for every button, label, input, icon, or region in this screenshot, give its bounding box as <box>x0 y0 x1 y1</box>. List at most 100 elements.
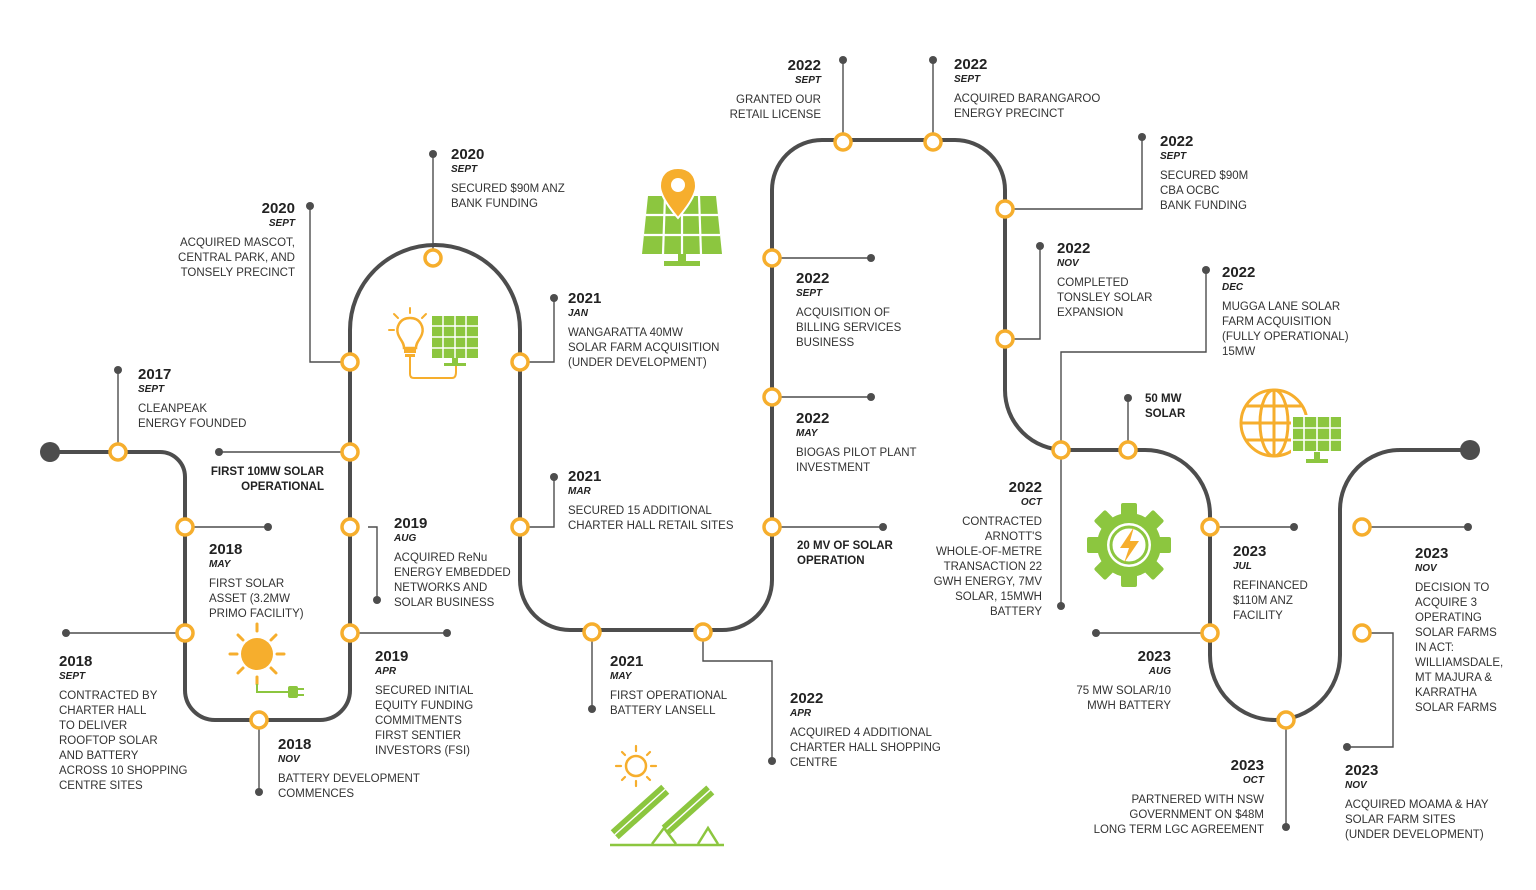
leader-2019-aug <box>368 526 378 600</box>
leader-2021-jan <box>520 298 555 363</box>
node <box>340 623 360 643</box>
milestone-50mw: 50 MW SOLAR <box>1145 392 1185 422</box>
node <box>340 352 360 372</box>
leader-2023-nov-acq <box>1347 632 1394 748</box>
event-year: 2018 <box>59 653 93 670</box>
event-year: 2022 <box>796 410 830 427</box>
event-text: ACQUIRED MOAMA & HAY SOLAR FARM SITES (U… <box>1345 799 1489 841</box>
event-text: SECURED 15 ADDITIONAL CHARTER HALL RETAI… <box>568 505 734 532</box>
event-month: MAR <box>568 486 591 497</box>
event-year: 2020 <box>261 200 295 217</box>
event-text: 75 MW SOLAR/10 MWH BATTERY <box>1076 685 1171 712</box>
node <box>762 387 782 407</box>
event-2023-nov-decision: 2023 NOV DECISION TO ACQUIRE 3 OPERATING… <box>1415 545 1503 716</box>
node <box>340 442 360 462</box>
event-text: SECURED $90M CBA OCBC BANK FUNDING <box>1160 170 1249 212</box>
node <box>249 710 269 730</box>
node <box>1352 623 1372 643</box>
milestone-text: 50 MW SOLAR <box>1145 393 1186 420</box>
event-month: AUG <box>394 533 417 544</box>
event-year: 2022 <box>787 57 821 74</box>
event-year: 2023 <box>1415 545 1449 562</box>
event-month: SEPT <box>138 384 165 395</box>
event-month: APR <box>375 666 397 677</box>
node <box>1352 517 1372 537</box>
node <box>693 622 713 642</box>
leader-2022-nov <box>1005 246 1041 340</box>
event-year: 2023 <box>1345 762 1379 779</box>
node <box>108 442 128 462</box>
leader-2022-sept-cba <box>1005 137 1143 210</box>
event-2022-sept-cba: 2022 SEPT SECURED $90M CBA OCBC BANK FUN… <box>1160 133 1248 214</box>
globe-solar-panel-icon <box>1239 388 1343 463</box>
leader-2021-mar <box>520 477 555 528</box>
node <box>1200 623 1220 643</box>
node <box>1276 710 1296 730</box>
event-year: 2022 <box>1160 133 1194 150</box>
event-month: SEPT <box>954 74 981 85</box>
event-text: CLEANPEAK ENERGY FOUNDED <box>138 403 247 430</box>
event-2022-oct: 2022 OCT CONTRACTED ARNOTT'S WHOLE-OF-ME… <box>934 479 1042 620</box>
track-path <box>48 138 1472 722</box>
track-start-dot <box>40 442 60 462</box>
event-month: SEPT <box>794 75 821 86</box>
event-month: SEPT <box>451 164 478 175</box>
milestone-first-10mw: FIRST 10MW SOLAR OPERATIONAL <box>211 465 324 495</box>
event-month: JUL <box>1233 561 1252 572</box>
event-month: OCT <box>1242 775 1264 786</box>
event-2021-jan: 2021 JAN WANGARATTA 40MW SOLAR FARM ACQU… <box>568 290 719 371</box>
event-2022-apr: 2022 APR ACQUIRED 4 ADDITIONAL CHARTER H… <box>790 690 941 771</box>
event-2022-nov: 2022 NOV COMPLETED TONSLEY SOLAR EXPANSI… <box>1057 240 1152 321</box>
event-2019-apr: 2019 APR SECURED INITIAL EQUITY FUNDING … <box>375 648 473 759</box>
event-month: APR <box>790 708 812 719</box>
event-2023-oct: 2023 OCT PARTNERED WITH NSW GOVERNMENT O… <box>1094 757 1264 838</box>
event-text: COMPLETED TONSLEY SOLAR EXPANSION <box>1057 277 1153 319</box>
node <box>762 248 782 268</box>
event-text: DECISION TO ACQUIRE 3 OPERATING SOLAR FA… <box>1415 582 1504 714</box>
event-year: 2022 <box>796 270 830 287</box>
event-2018-sept: 2018 SEPT CONTRACTED BY CHARTER HALL TO … <box>59 653 187 794</box>
event-year: 2022 <box>1008 479 1042 496</box>
event-year: 2019 <box>375 648 409 665</box>
event-year: 2022 <box>790 690 824 707</box>
event-text: ACQUISITION OF BILLING SERVICES BUSINESS <box>796 307 902 349</box>
event-year: 2022 <box>1222 264 1256 281</box>
gear-bolt-icon <box>1087 503 1171 587</box>
event-2023-aug: 2023 AUG 75 MW SOLAR/10 MWH BATTERY <box>1076 648 1171 714</box>
event-text: BATTERY DEVELOPMENT COMMENCES <box>278 773 420 800</box>
event-2022-may: 2022 MAY BIOGAS PILOT PLANT INVESTMENT <box>796 410 917 476</box>
node <box>923 132 943 152</box>
event-year: 2021 <box>568 290 602 307</box>
node <box>762 517 782 537</box>
event-2022-sept-license: 2022 SEPT GRANTED OUR RETAIL LICENSE <box>730 57 821 123</box>
event-text: MUGGA LANE SOLAR FARM ACQUISITION (FULLY… <box>1222 301 1349 358</box>
event-month: DEC <box>1222 282 1244 293</box>
event-month: MAY <box>610 671 632 682</box>
event-year: 2022 <box>1057 240 1091 257</box>
node <box>833 132 853 152</box>
leader-2022-dec <box>1060 270 1207 450</box>
event-month: NOV <box>278 754 300 765</box>
node <box>995 199 1015 219</box>
event-year: 2023 <box>1137 648 1171 665</box>
event-text: ACQUIRED MASCOT, CENTRAL PARK, AND TONSE… <box>178 237 295 279</box>
event-text: FIRST SOLAR ASSET (3.2MW PRIMO FACILITY) <box>209 578 304 620</box>
event-year: 2021 <box>568 468 602 485</box>
node <box>175 517 195 537</box>
event-2022-sept-barangaroo: 2022 SEPT ACQUIRED BARANGAROO ENERGY PRE… <box>954 56 1100 122</box>
node <box>175 623 195 643</box>
event-year: 2018 <box>278 736 312 753</box>
node <box>995 329 1015 349</box>
node <box>1118 440 1138 460</box>
node <box>1051 440 1071 460</box>
event-month: MAY <box>796 428 818 439</box>
event-year: 2023 <box>1230 757 1264 774</box>
event-month: AUG <box>1148 666 1171 677</box>
event-text: ACQUIRED BARANGAROO ENERGY PRECINCT <box>954 93 1101 120</box>
event-month: SEPT <box>268 218 295 229</box>
event-month: NOV <box>1415 563 1437 574</box>
event-2017-sept: 2017 SEPT CLEANPEAK ENERGY FOUNDED <box>138 366 246 432</box>
event-2022-dec: 2022 DEC MUGGA LANE SOLAR FARM ACQUISITI… <box>1222 264 1349 360</box>
sun-solar-tracker-icon <box>610 744 724 847</box>
